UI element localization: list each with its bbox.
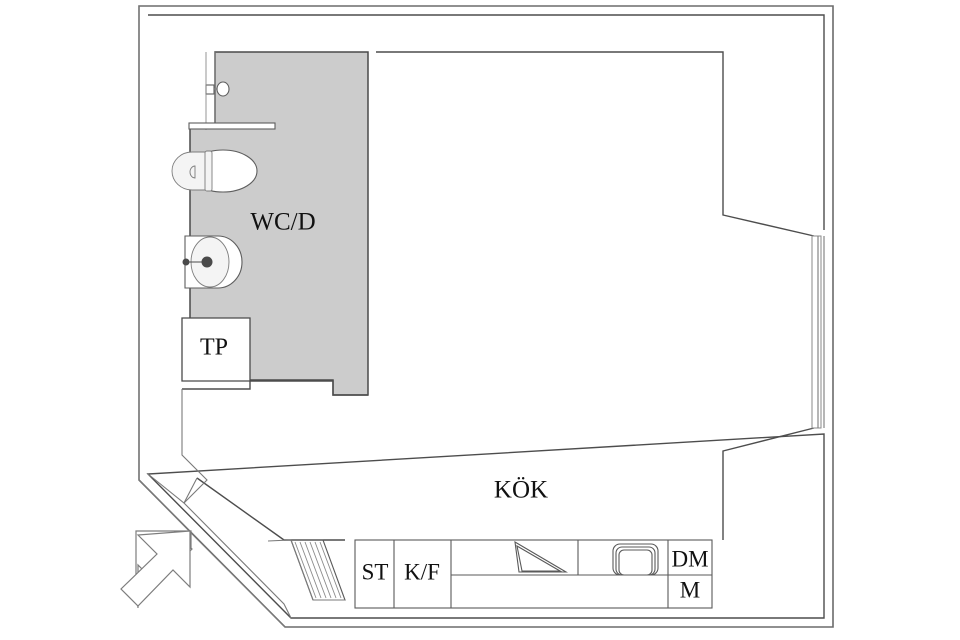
room-label-tp: TP (200, 335, 228, 361)
kitchen-unit-label-st: ST (362, 559, 389, 584)
towel-rail-icon (188, 122, 276, 130)
toilet-flush-mark (189, 165, 196, 179)
radiator-fin-4 (309, 541, 332, 599)
towel-rail-bar (188, 122, 276, 130)
room-tp[interactable]: TP (181, 317, 251, 382)
kitchen-unit-label-dm: DM (671, 546, 708, 571)
stove-hood-icon (514, 540, 569, 573)
shower-rose (216, 81, 230, 97)
shower-head-icon (205, 52, 230, 130)
hood-triangle-inner (516, 544, 563, 572)
kitchen-counter-run: ST K/F DM M (354, 539, 713, 609)
radiator-wall-stub (267, 539, 345, 601)
tp-floor (181, 317, 251, 382)
hall-left-wall (138, 6, 286, 628)
radiator-fin-2 (299, 541, 322, 599)
kitchen-unit-label-m: M (680, 577, 700, 602)
sink-basin (618, 549, 653, 576)
radiator-fin-3 (304, 541, 327, 599)
radiator-fin-1 (294, 541, 317, 599)
kitchen-unit-label-kf: K/F (404, 559, 440, 584)
washbasin-icon (182, 235, 243, 289)
room-label-kok: KÖK (494, 477, 548, 504)
hall-inner-wall (181, 389, 208, 504)
toilet-cistern (171, 151, 208, 191)
hall-walls (138, 6, 292, 628)
radiator-icon (267, 539, 346, 601)
room-wc-d[interactable]: WC/D (189, 51, 369, 396)
toilet-seat-hinge (204, 150, 213, 192)
entrance-arrow-icon (120, 530, 193, 609)
shower-arm (205, 84, 215, 95)
toilet-icon (171, 149, 258, 193)
hood-triangle-outer (514, 540, 569, 573)
radiator-fin-5 (314, 541, 337, 599)
wc-lower-wall (182, 380, 368, 396)
wc-lower-wall-path (182, 380, 368, 396)
balcony-door-icon[interactable] (811, 235, 825, 429)
washbasin-tap-base (182, 258, 190, 266)
kitchen-sink-icon (612, 543, 659, 576)
washbasin-tap-head (201, 256, 213, 268)
radiator-fin-6 (319, 541, 342, 599)
room-label-wc-d: WC/D (250, 209, 315, 236)
balcony-door-leaf-outer (811, 235, 822, 429)
entrance-arrow-head (120, 530, 191, 607)
entry-threshold (183, 502, 292, 619)
